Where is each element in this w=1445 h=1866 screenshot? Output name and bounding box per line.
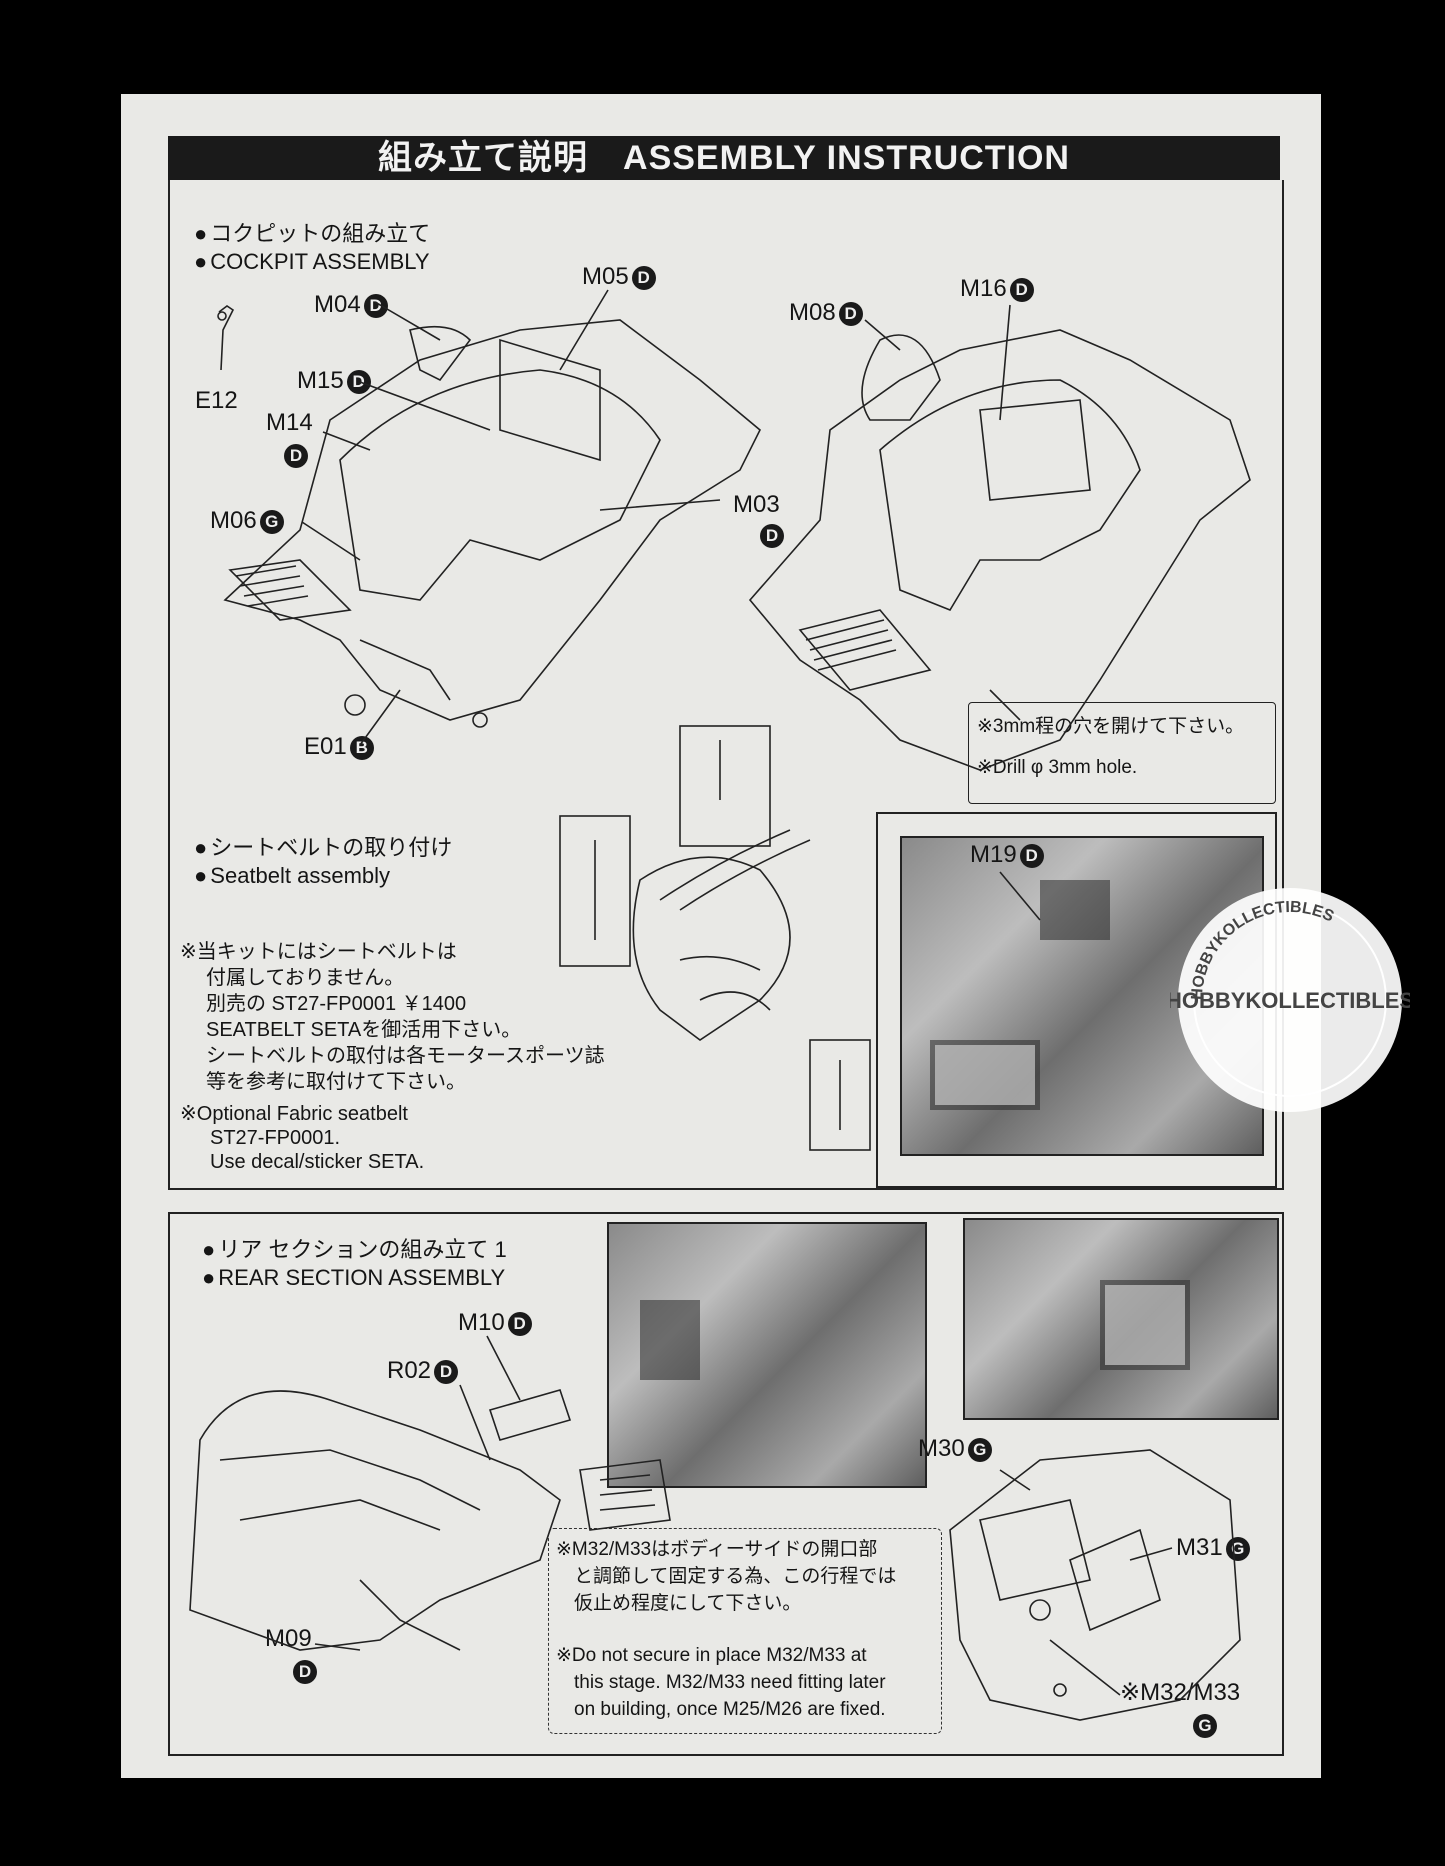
- cockpit-title-jp: コクピットの組み立て: [194, 222, 430, 246]
- rear-note-jp-2: と調節して固定する為、この行程では: [574, 1566, 897, 1587]
- label-m32-m33-letter: G: [1190, 1712, 1217, 1738]
- seatbelt-title-jp: シートベルトの取り付け: [194, 836, 452, 860]
- seatbelt-note-2: 付属しておりません。: [206, 967, 405, 989]
- label-m14-letter: D: [281, 442, 308, 468]
- label-m09: M09: [265, 1625, 312, 1652]
- rear-section-frame: [168, 1212, 1284, 1756]
- rear-title-jp: リア セクションの組み立て 1: [202, 1238, 506, 1262]
- label-m09-letter: D: [290, 1658, 317, 1684]
- seatbelt-note-6: 等を参考に取付けて下さい。: [206, 1071, 466, 1093]
- hobbykollectibles-stamp: HOBBYKOLLECTIBLES HOBBYKOLLECTIBLES: [1166, 880, 1414, 1120]
- seatbelt-note-4: SEATBELT SETAを御活用下さい。: [206, 1019, 522, 1041]
- seatbelt-note-3: 別売の ST27-FP0001 ￥1400: [206, 993, 467, 1015]
- cockpit-title-en: COCKPIT ASSEMBLY: [194, 250, 429, 274]
- label-m03: M03: [733, 491, 780, 518]
- cockpit-section-frame: [168, 180, 1284, 1190]
- seatbelt-note-9: Use decal/sticker SETA.: [210, 1151, 425, 1173]
- rear-title-en: REAR SECTION ASSEMBLY: [202, 1266, 505, 1290]
- label-m14: M14: [266, 409, 313, 436]
- rear-note-jp-1: ※M32/M33はボディーサイドの開口部: [556, 1539, 878, 1560]
- svg-text:HOBBYKOLLECTIBLES: HOBBYKOLLECTIBLES: [1170, 988, 1410, 1013]
- label-m03-letter: D: [757, 522, 784, 548]
- page-title: 組み立て説明 ASSEMBLY INSTRUCTION: [168, 136, 1280, 180]
- rear-note-jp-3: 仮止め程度にして下さい。: [574, 1593, 802, 1614]
- seatbelt-note-5: シートベルトの取付は各モータースポーツ誌: [206, 1045, 605, 1067]
- label-m32-m33: ※M32/M33: [1120, 1679, 1241, 1706]
- seatbelt-note-1: ※当キットにはシートベルトは: [180, 941, 457, 963]
- drill-note-jp: ※3mm程の穴を開けて下さい。: [977, 716, 1245, 737]
- rear-note-box: [548, 1528, 942, 1734]
- rear-note-en-3: on building, once M25/M26 are fixed.: [574, 1699, 886, 1720]
- seatbelt-title-en: Seatbelt assembly: [194, 864, 390, 888]
- rear-note-en-1: ※Do not secure in place M32/M33 at: [556, 1645, 867, 1666]
- drill-note-box: [968, 702, 1276, 804]
- seatbelt-note-8: ST27-FP0001.: [210, 1127, 341, 1149]
- drill-note-en: ※Drill φ 3mm hole.: [977, 757, 1138, 778]
- seatbelt-note-7: ※Optional Fabric seatbelt: [180, 1103, 408, 1125]
- label-e12: E12: [195, 387, 238, 414]
- rear-note-en-2: this stage. M32/M33 need fitting later: [574, 1672, 886, 1693]
